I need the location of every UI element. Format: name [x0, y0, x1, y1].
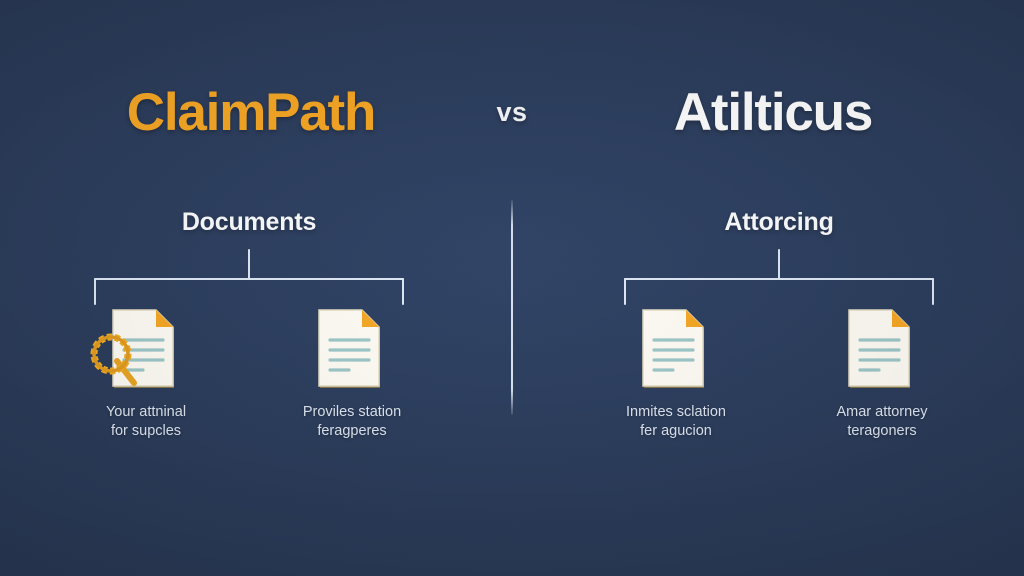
- icon-container: [846, 307, 918, 391]
- document-icon: [318, 309, 380, 388]
- column-documents: Documents: [44, 210, 454, 480]
- node-item[interactable]: Amar attorney teragoners: [789, 307, 975, 441]
- center-divider: [511, 200, 513, 415]
- bracket-bar: [624, 278, 934, 280]
- bracket-drop-right: [402, 278, 404, 305]
- node-caption: Amar attorney teragoners: [836, 403, 927, 441]
- slide-header: ClaimPath vs Atilticus: [0, 72, 1024, 152]
- column-title-left: Documents: [181, 208, 317, 236]
- node-caption: Inmites sclation fer agucion: [626, 403, 726, 441]
- node-item[interactable]: Your attninal for supcles: [53, 307, 239, 441]
- bracket-drop-left: [94, 278, 96, 305]
- caption-line-1: Your attninal: [105, 404, 187, 420]
- column-title-right: Attorcing: [724, 208, 834, 236]
- bracket-stem: [248, 249, 250, 279]
- caption-line-2: teragoners: [847, 423, 917, 439]
- node-caption: Your attninal for supcles: [106, 403, 186, 441]
- caption-line-1: Proviles station: [302, 404, 402, 420]
- caption-line-2: fer agucion: [640, 423, 712, 439]
- bracket-right: [574, 249, 984, 305]
- icon-container: [640, 307, 712, 391]
- magnifier-icon: [90, 333, 137, 386]
- bracket-bar: [94, 278, 404, 280]
- bracket-drop-right: [932, 278, 934, 305]
- vs-label: vs: [496, 96, 528, 127]
- caption-line-1: Amar attorney: [836, 404, 928, 420]
- document-icon: [848, 309, 910, 388]
- bracket-drop-left: [624, 278, 626, 305]
- caption-line-2: feragperes: [317, 423, 387, 439]
- bracket-stem: [778, 249, 780, 279]
- column-attorcing: Attorcing: [574, 210, 984, 480]
- caption-line-2: for supcles: [110, 423, 182, 439]
- icon-container: [90, 307, 182, 391]
- caption-line-1: Inmites sclation: [626, 404, 726, 420]
- brand-claimpath: ClaimPath: [126, 82, 377, 142]
- node-row-left: Your attninal for supcles: [44, 307, 454, 441]
- node-item[interactable]: Proviles station feragperes: [259, 307, 445, 441]
- node-caption: Proviles station feragperes: [303, 403, 401, 441]
- bracket-left: [44, 249, 454, 305]
- node-item[interactable]: Inmites sclation fer agucion: [583, 307, 769, 441]
- brand-atilticus: Atilticus: [673, 82, 873, 142]
- document-icon: [642, 309, 704, 388]
- node-row-right: Inmites sclation fer agucion: [574, 307, 984, 441]
- icon-container: [316, 307, 388, 391]
- document-icon: [112, 309, 174, 388]
